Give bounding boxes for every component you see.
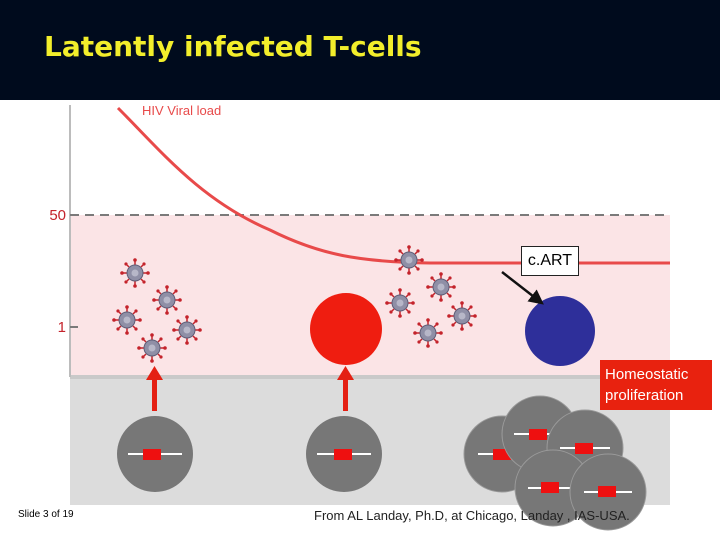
slide-number: Slide 3 of 19 [18, 509, 74, 520]
cart-label: c.ART [521, 246, 579, 276]
y-tick-label-50: 50 [49, 207, 66, 224]
credit-footer: From AL Landay, Ph.D, at Chicago, Landay… [314, 508, 714, 523]
homeostatic-proliferation-label: Homeostatic proliferation [600, 360, 712, 410]
y-tick-label-1: 1 [58, 319, 66, 336]
cart-treated-cell [525, 296, 595, 366]
homeostatic-label-line1: Homeostatic [605, 364, 712, 385]
activated-cell [310, 293, 382, 365]
latent-cell [306, 416, 382, 492]
homeostatic-label-line2: proliferation [605, 385, 712, 406]
latent-cell [117, 416, 193, 492]
viral-load-label: HIV Viral load [142, 103, 221, 118]
